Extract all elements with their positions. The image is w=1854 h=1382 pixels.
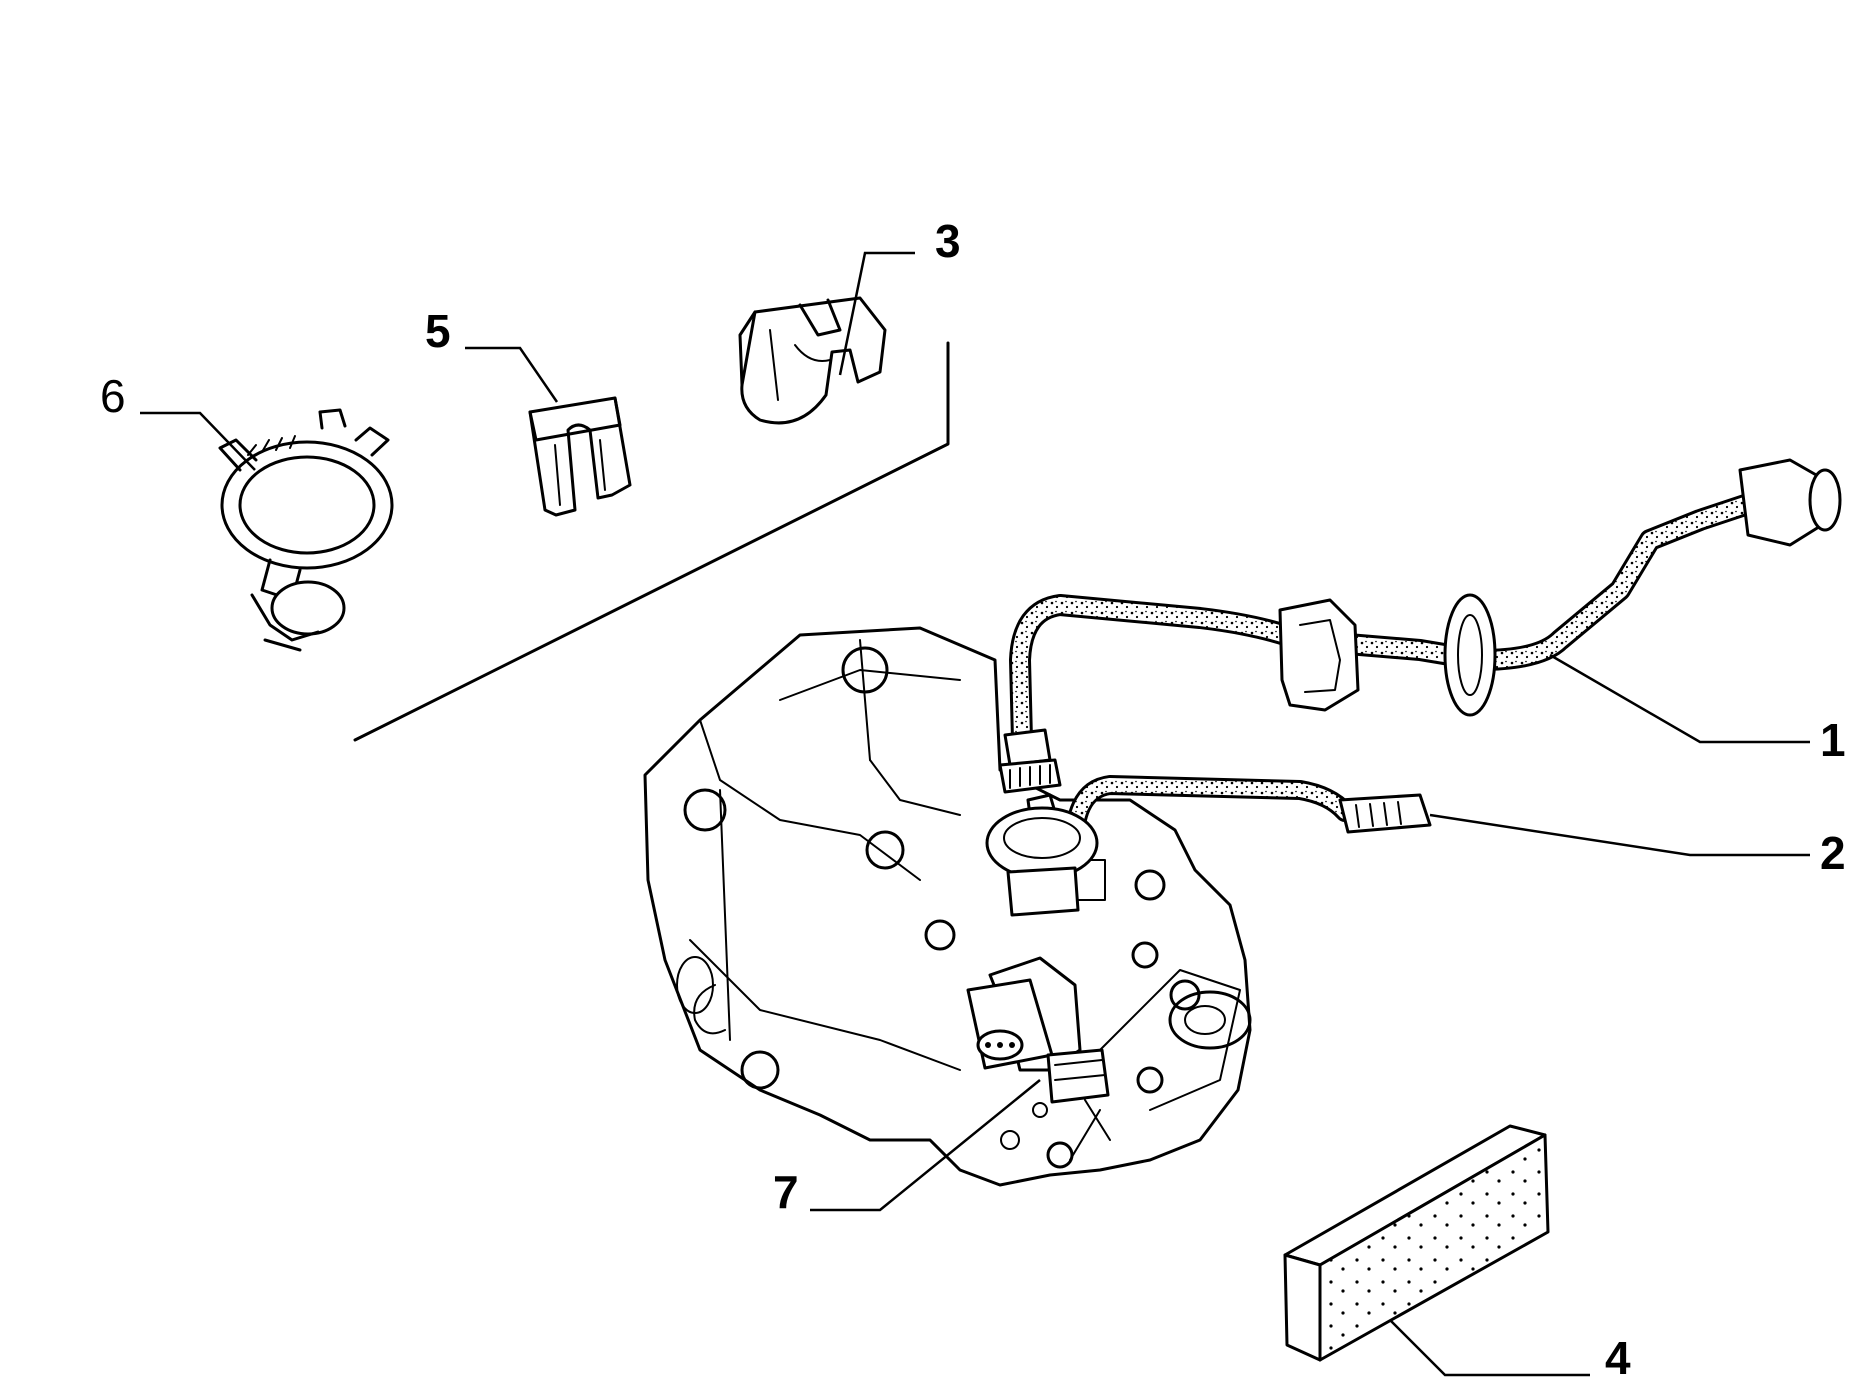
leader-7: [810, 1079, 1041, 1212]
leader-1: [1549, 653, 1810, 744]
leader-4: [1389, 1319, 1590, 1377]
part-5-u-clip: [528, 396, 632, 517]
gearbox-housing: [643, 626, 1252, 1187]
part-4-foam-pad: [1283, 1124, 1550, 1362]
callout-1: 1: [1820, 714, 1846, 766]
part-6-hose-clamp: [218, 408, 394, 652]
leader-3: [838, 251, 915, 376]
part-2-sensor: [985, 775, 1432, 917]
callout-6: 6: [100, 370, 126, 422]
leader-5: [465, 346, 559, 403]
part-7-sensor-connector: [966, 956, 1110, 1104]
callout-7: 7: [773, 1166, 799, 1218]
callout-5: 5: [425, 305, 451, 357]
part-1-speedometer-cable: [998, 458, 1842, 794]
callout-4: 4: [1605, 1332, 1631, 1377]
separator-line: [353, 341, 950, 742]
callout-3: 3: [935, 215, 961, 267]
leader-2: [1429, 813, 1810, 857]
part-3-bracket-clip: [738, 296, 887, 425]
callout-2: 2: [1820, 827, 1846, 879]
leader-6: [140, 411, 256, 471]
